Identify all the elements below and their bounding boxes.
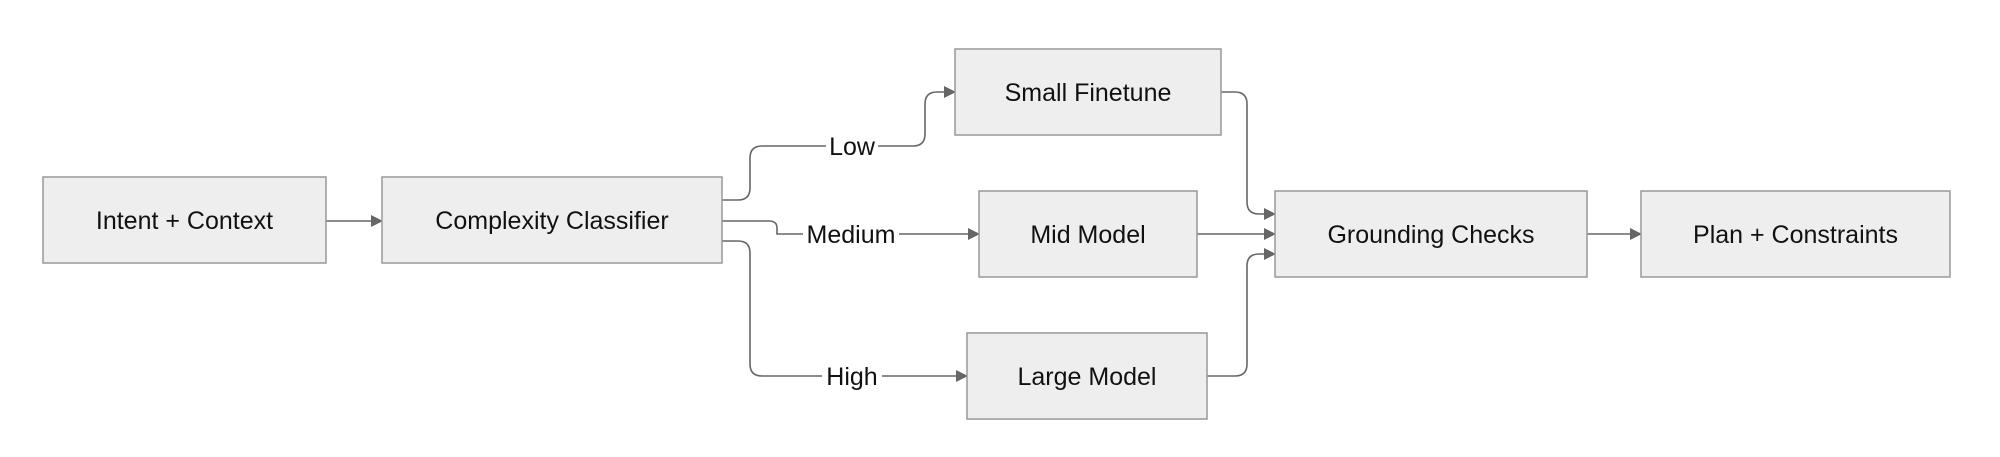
edge-label-medium: Medium [803,219,899,249]
svg-text:High: High [826,363,877,391]
svg-text:Low: Low [829,133,876,161]
node-intent-context: Intent + Context [42,176,327,264]
node-plan-constraints: Plan + Constraints [1640,190,1951,278]
node-complexity-classifier: Complexity Classifier [381,176,723,264]
svg-text:Plan + Constraints: Plan + Constraints [1693,221,1898,249]
edge-large-to-grounding [1207,248,1276,377]
node-mid-model: Mid Model [978,190,1198,278]
svg-text:Complexity Classifier: Complexity Classifier [435,207,668,235]
node-large-model: Large Model [966,332,1208,420]
edge-small-to-grounding [1221,91,1276,220]
node-small-finetune: Small Finetune [954,48,1222,136]
edge-label-high: High [822,361,882,391]
edge-classifier-to-large [722,240,968,382]
svg-text:Mid Model: Mid Model [1030,221,1145,249]
edge-classifier-to-mid [722,220,980,240]
svg-text:Grounding Checks: Grounding Checks [1327,221,1534,249]
svg-text:Small Finetune: Small Finetune [1005,79,1172,107]
svg-text:Medium: Medium [807,221,896,249]
svg-text:Intent + Context: Intent + Context [96,207,273,235]
edge-label-low: Low [826,131,878,161]
node-grounding-checks: Grounding Checks [1274,190,1588,278]
svg-text:Large Model: Large Model [1018,363,1157,391]
